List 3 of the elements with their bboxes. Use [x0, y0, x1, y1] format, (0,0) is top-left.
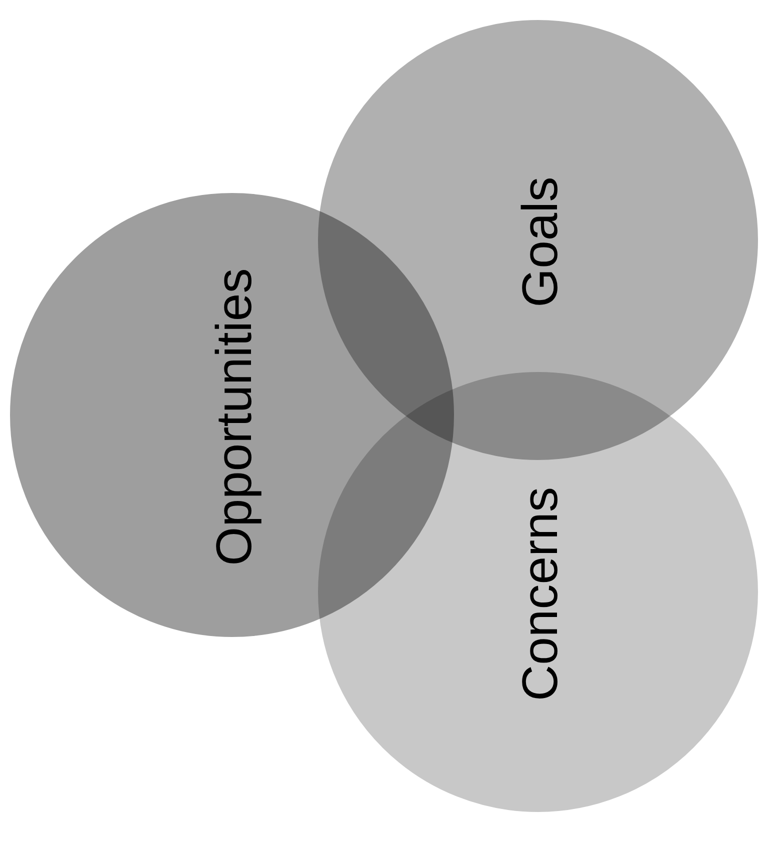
- circle-label: Opportunities: [205, 268, 263, 566]
- circle-label: Concerns: [511, 487, 569, 701]
- circle-label: Goals: [511, 176, 569, 308]
